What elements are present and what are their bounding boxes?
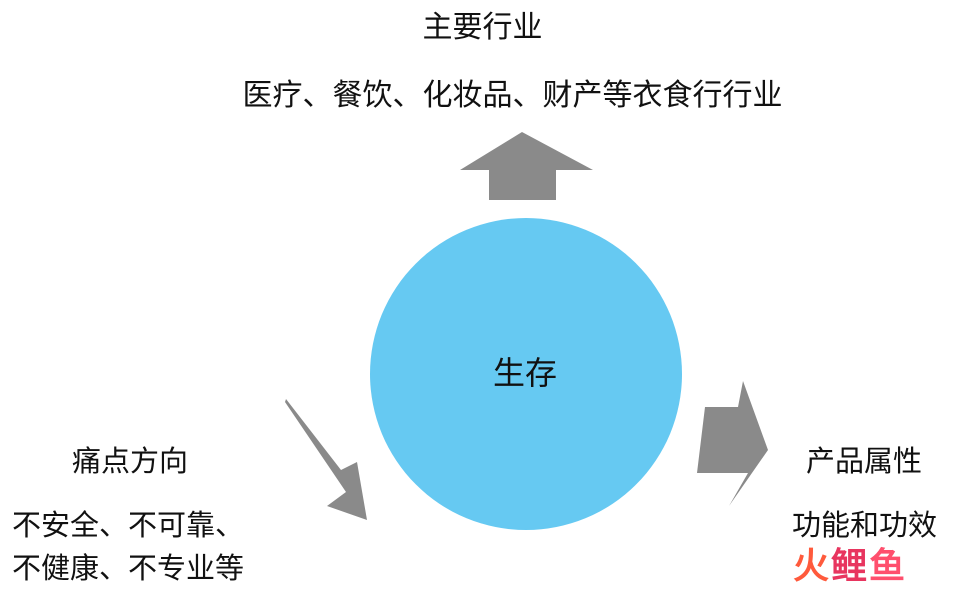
arrow-down-left <box>285 399 367 520</box>
arrow-down-right <box>697 381 768 506</box>
center-circle <box>370 218 682 530</box>
left-description-line-1: 不安全、不可靠、 <box>12 508 245 542</box>
watermark-char-1: 火 <box>793 546 832 587</box>
arrow-up-top <box>460 132 593 200</box>
watermark-char-3: 鱼 <box>869 546 908 587</box>
left-description: 不安全、不可靠、 不健康、不专业等 <box>12 504 244 590</box>
top-title: 主要行业 <box>422 10 543 45</box>
left-title: 痛点方向 <box>72 444 189 478</box>
right-title: 产品属性 <box>806 444 923 478</box>
top-description: 医疗、餐饮、化妆品、财产等衣食行行业 <box>242 78 783 113</box>
watermark-char-2: 鲤 <box>831 546 870 587</box>
left-description-line-2: 不健康、不专业等 <box>12 551 245 585</box>
right-description: 功能和功效 <box>792 508 938 542</box>
center-label: 生存 <box>492 354 557 392</box>
watermark-logo: 火鲤鱼 <box>793 545 907 589</box>
